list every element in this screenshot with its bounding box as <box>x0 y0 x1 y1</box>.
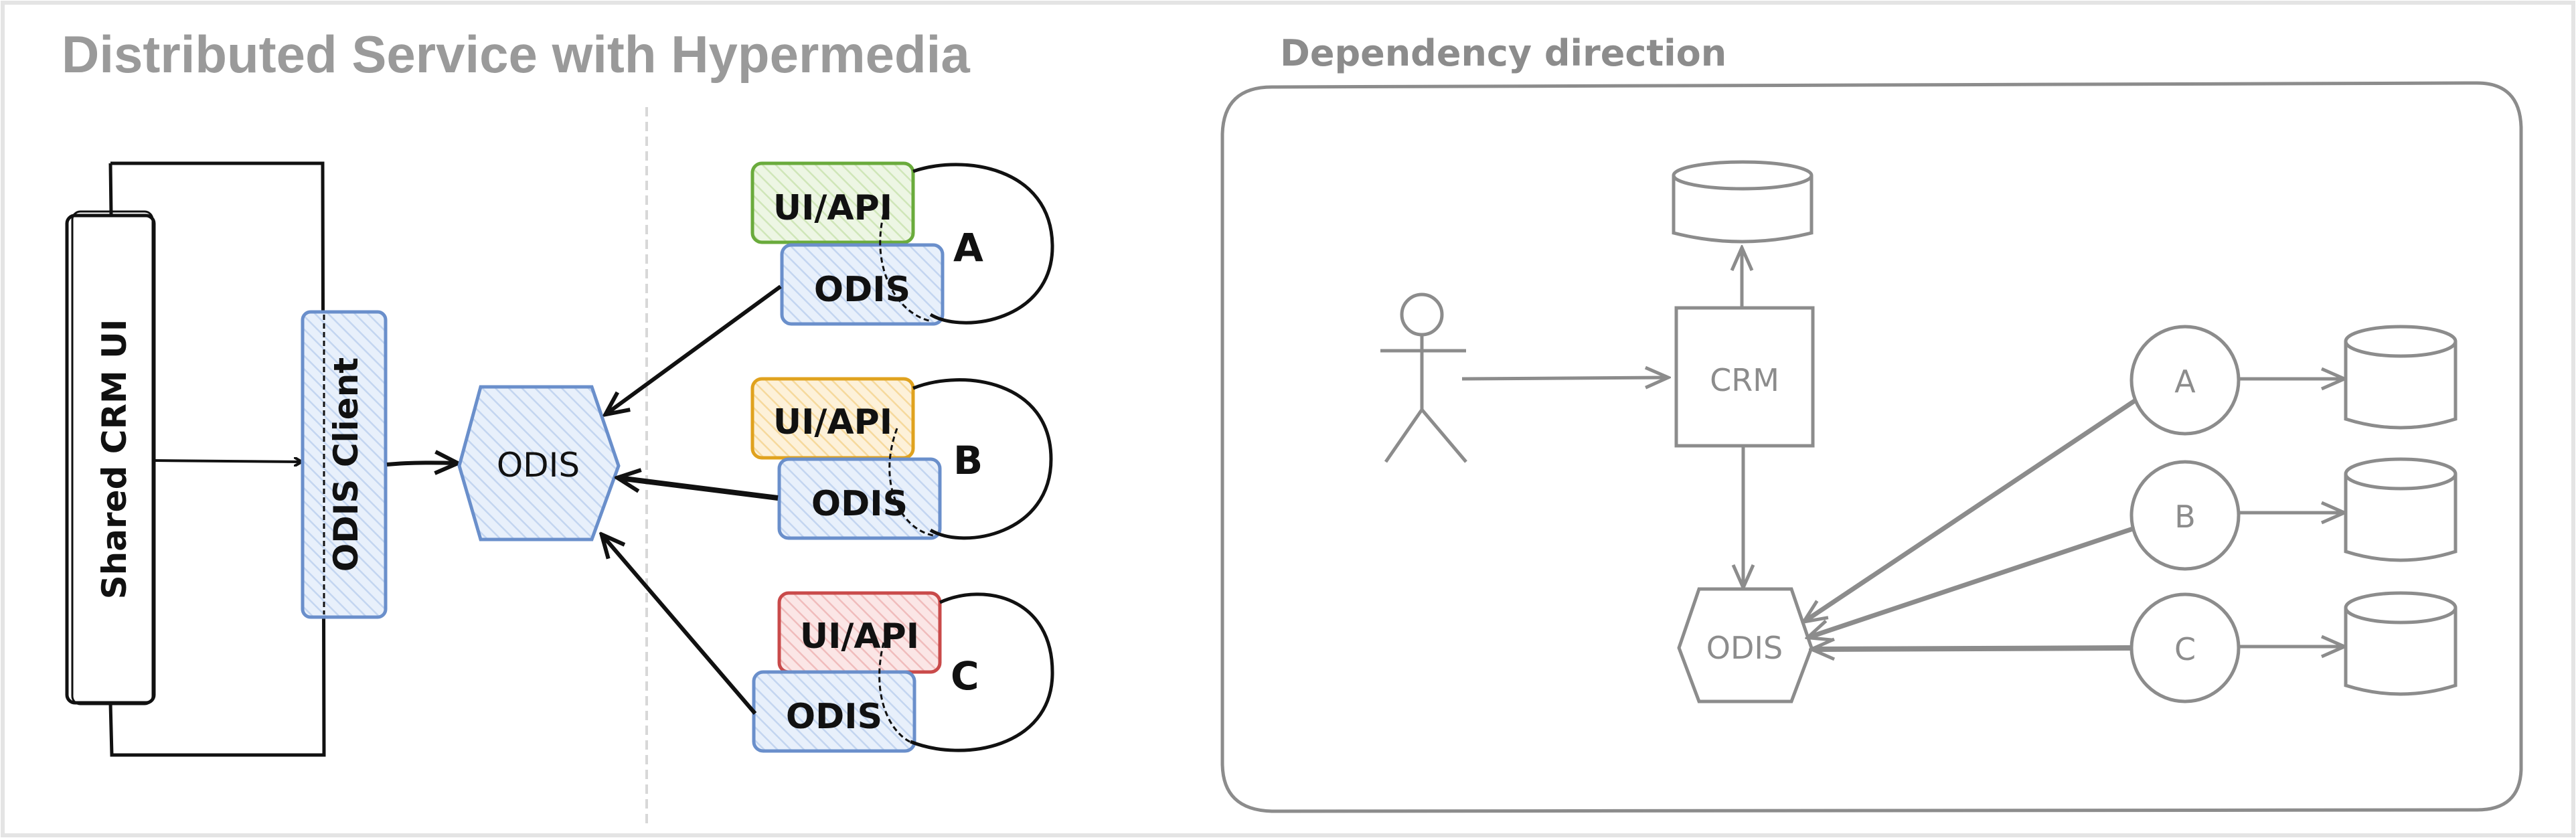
odis-box-b <box>777 457 942 540</box>
node-b-label: B <box>2174 499 2196 535</box>
loop-c-dashed <box>878 642 916 746</box>
host-frame <box>108 161 326 757</box>
shared-crm-ui-box: Shared CRM UI <box>65 210 156 705</box>
ui-api-label-b: UI/API <box>773 402 892 442</box>
arrow-c-to-odis <box>602 535 757 715</box>
left-title: Distributed Service with Hypermedia <box>62 25 970 84</box>
arrow-node-a-to-odis <box>1805 398 2137 621</box>
component-b: UI/API ODIS B <box>750 377 1053 540</box>
odis-client-label: ODIS Client <box>327 357 366 572</box>
odis-hexagon: ODIS <box>457 385 621 541</box>
database-b-icon <box>2344 457 2458 562</box>
letter-a: A <box>953 225 983 270</box>
loop-a <box>912 163 1054 325</box>
letter-b: B <box>953 438 983 483</box>
arrow-node-c-to-odis <box>1813 648 2132 649</box>
right-title: Dependency direction <box>1280 32 1726 74</box>
database-a-icon <box>2344 325 2458 430</box>
database-c-icon <box>2344 591 2458 696</box>
arrow-a-to-odis <box>607 284 782 414</box>
arrow-client-to-odis <box>386 463 457 465</box>
arrow-node-b-to-odis <box>1809 526 2134 637</box>
component-c: UI/API ODIS C <box>752 591 1054 753</box>
crm-box <box>1674 306 1815 448</box>
loop-b-dashed <box>888 428 934 537</box>
node-b <box>2129 460 2241 571</box>
odis-label-b: ODIS <box>811 484 908 524</box>
component-a: UI/API ODIS A <box>750 161 1054 326</box>
ui-api-box-a <box>750 161 915 244</box>
odis-box-a <box>780 243 945 326</box>
arrow-ui-to-client <box>153 460 301 462</box>
loop-a-dashed <box>879 214 933 323</box>
ui-api-label-a: UI/API <box>773 188 892 228</box>
loop-b <box>912 378 1053 540</box>
node-c-label: C <box>2174 631 2196 667</box>
crm-label: CRM <box>1710 362 1779 398</box>
odis-label-a: ODIS <box>814 270 910 310</box>
person-icon <box>1380 292 1467 463</box>
crm-database-icon <box>1672 160 1814 244</box>
dependency-frame <box>1220 81 2523 813</box>
loop-c <box>910 592 1054 752</box>
odis-client-box: ODIS Client <box>301 310 388 619</box>
ui-api-label-c: UI/API <box>800 616 919 657</box>
odis-hexagon-gray <box>1677 587 1814 703</box>
odis-hexagon-label: ODIS <box>497 446 580 485</box>
arrow-person-to-crm <box>1461 378 1667 379</box>
shared-crm-ui-label: Shared CRM UI <box>95 319 134 600</box>
arrow-b-to-odis <box>619 478 779 501</box>
odis-label-c: ODIS <box>786 697 882 737</box>
odis-gray-label: ODIS <box>1706 630 1783 666</box>
letter-c: C <box>951 653 979 699</box>
node-a-label: A <box>2174 363 2196 400</box>
